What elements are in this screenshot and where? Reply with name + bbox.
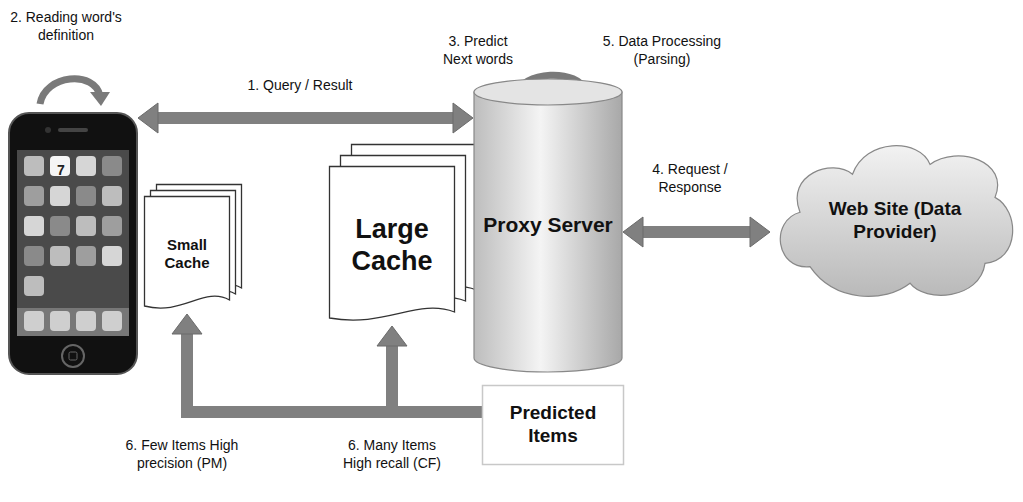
node-label: Web Site (Data Provider) — [810, 198, 980, 244]
calendar-date: 7 — [52, 162, 70, 179]
node-label: Proxy Server — [483, 212, 613, 237]
loop-arrow — [40, 79, 100, 104]
node-label: Large Cache — [329, 213, 455, 278]
web-site-cloud: Web Site (Data Provider) — [770, 138, 1020, 303]
smartphone: 7 — [8, 112, 138, 375]
proxy-server: Proxy Server — [473, 78, 623, 372]
text-group: Proxy Server — [483, 212, 613, 237]
step-label: 2. Reading word's definition — [4, 8, 128, 44]
step-label: 3. Predict Next words — [433, 32, 523, 68]
text-group: Small Cache — [144, 236, 230, 272]
thick-arrow — [138, 103, 473, 133]
text-group: Large Cache — [329, 213, 455, 278]
loop-arrowhead — [90, 92, 110, 106]
doc-outline — [329, 166, 455, 324]
thick-arrow — [172, 314, 482, 412]
thick-arrow — [623, 217, 770, 247]
step-label: 5. Data Processing (Parsing) — [592, 32, 732, 68]
node-label: Predicted Items — [482, 402, 624, 448]
text-group: Predicted Items — [482, 402, 624, 448]
large-cache: Large Cache — [329, 166, 455, 324]
text-group: 7 — [52, 162, 70, 179]
edge-label: 6. Few Items High precision (PM) — [120, 436, 244, 472]
edge-label: 4. Request / Response — [642, 160, 738, 196]
edge-label: 6. Many Items High recall (CF) — [334, 436, 450, 472]
predicted-items-box: Predicted Items — [482, 385, 624, 465]
small-cache: Small Cache — [144, 196, 230, 312]
text-group: Web Site (Data Provider) — [810, 198, 980, 244]
node-label: Small Cache — [144, 236, 230, 272]
thick-arrow — [377, 326, 482, 412]
phone-outline — [8, 112, 138, 375]
edge-label: 1. Query / Result — [220, 76, 380, 94]
